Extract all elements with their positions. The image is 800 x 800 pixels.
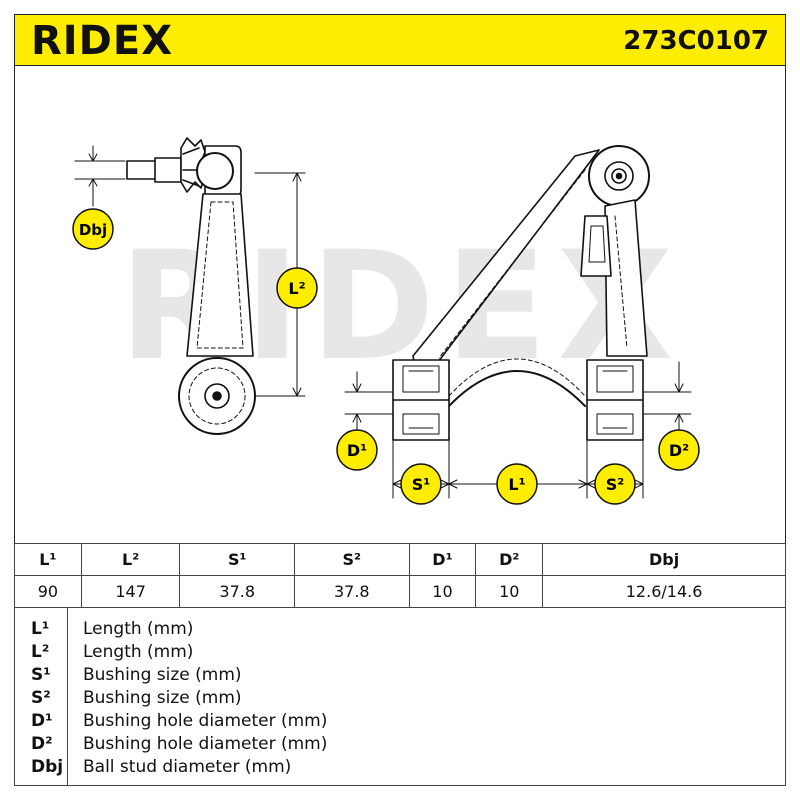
badge-dbj: Dbj <box>72 208 114 250</box>
spec-value-dbj: 12.6/14.6 <box>542 575 786 608</box>
spec-value-s1: 37.8 <box>179 575 295 608</box>
legend-symbol: Dbj <box>31 757 64 777</box>
spec-header-d2: D² <box>475 543 544 576</box>
badge-d2: D² <box>658 429 700 471</box>
badge-s2-label: S² <box>606 475 625 494</box>
badge-l1: L¹ <box>496 463 538 505</box>
legend-item: L² Length (mm) <box>15 641 785 663</box>
legend-item: L¹ Length (mm) <box>15 618 785 640</box>
badge-d1-label: D¹ <box>347 441 367 460</box>
legend-description: Length (mm) <box>83 642 194 662</box>
legend-item: S¹ Bushing size (mm) <box>15 664 785 686</box>
badge-s2: S² <box>594 463 636 505</box>
badge-s1: S¹ <box>400 463 442 505</box>
spec-value-d2: 10 <box>475 575 544 608</box>
spec-header-d1: D¹ <box>408 543 477 576</box>
right-arm-drawing <box>392 145 650 441</box>
specs-table: L¹ L² S¹ S² D¹ D² Dbj 90 147 37.8 37.8 1… <box>14 543 786 608</box>
legend-description: Bushing size (mm) <box>83 665 242 685</box>
spec-value-l2: 147 <box>80 575 181 608</box>
specs-value-row: 90 147 37.8 37.8 10 10 12.6/14.6 <box>14 575 786 608</box>
badge-d2-label: D² <box>669 441 689 460</box>
badge-dbj-label: Dbj <box>79 221 107 239</box>
legend-description: Bushing size (mm) <box>83 688 242 708</box>
drawing-svg: RIDEX <box>72 137 700 505</box>
legend-item: D² Bushing hole diameter (mm) <box>15 733 785 755</box>
header-bar: RIDEX 273C0107 <box>14 14 786 66</box>
legend-symbol: S² <box>31 688 51 708</box>
legend-description: Length (mm) <box>83 619 194 639</box>
legend-divider <box>67 608 68 785</box>
legend-description: Bushing hole diameter (mm) <box>83 734 328 754</box>
spec-header-s1: S¹ <box>179 543 295 576</box>
spec-header-l2: L² <box>80 543 181 576</box>
spec-header-l1: L¹ <box>14 543 82 576</box>
badge-d1: D¹ <box>336 429 378 471</box>
legend-description: Bushing hole diameter (mm) <box>83 711 328 731</box>
spec-value-s2: 37.8 <box>294 575 410 608</box>
badge-s1-label: S¹ <box>412 475 431 494</box>
spec-value-d1: 10 <box>408 575 477 608</box>
badge-l1-label: L¹ <box>508 475 525 494</box>
legend-symbol: L² <box>31 642 50 662</box>
legend-symbol: L¹ <box>31 619 50 639</box>
legend-item: S² Bushing size (mm) <box>15 687 785 709</box>
legend-description: Ball stud diameter (mm) <box>83 757 292 777</box>
technical-drawing: RIDEX <box>14 66 786 544</box>
badge-l2-label: L² <box>288 279 305 298</box>
specs-header-row: L¹ L² S¹ S² D¹ D² Dbj <box>14 543 786 576</box>
legend-symbol: D² <box>31 734 53 754</box>
legend-item: Dbj Ball stud diameter (mm) <box>15 756 785 778</box>
spec-header-dbj: Dbj <box>542 543 786 576</box>
legend-symbol: S¹ <box>31 665 51 685</box>
legend-item: D¹ Bushing hole diameter (mm) <box>15 710 785 732</box>
part-number: 273C0107 <box>623 26 769 56</box>
legend-symbol: D¹ <box>31 711 53 731</box>
spec-header-s2: S² <box>294 543 410 576</box>
brand-logo: RIDEX <box>31 18 174 64</box>
left-arm-drawing <box>126 137 256 435</box>
legend: L¹ Length (mm) L² Length (mm) S¹ Bushing… <box>14 608 786 786</box>
spec-value-l1: 90 <box>14 575 82 608</box>
badge-l2: L² <box>276 267 318 309</box>
